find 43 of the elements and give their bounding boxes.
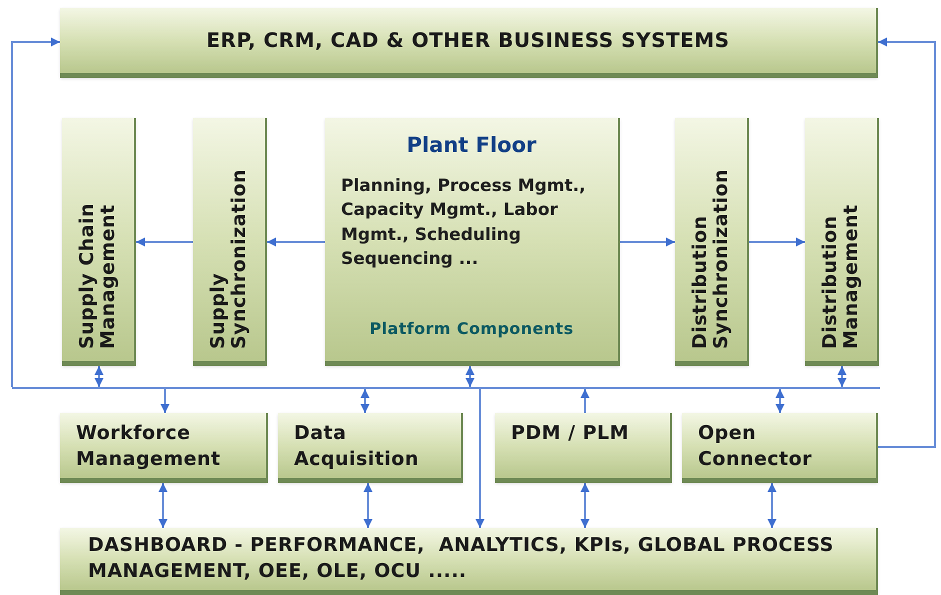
box-title: Plant Floor xyxy=(406,132,538,159)
connector-arrow xyxy=(466,366,474,387)
module-box xyxy=(495,413,672,483)
vertical-box xyxy=(193,118,267,366)
connector-arrow xyxy=(776,389,784,413)
connector-arrow xyxy=(136,238,193,246)
connector-arrow xyxy=(878,38,936,448)
bus-line xyxy=(12,387,880,389)
connector-arrow xyxy=(160,389,170,413)
module-box xyxy=(682,413,878,483)
vertical-box xyxy=(675,118,749,366)
module-box xyxy=(60,413,268,483)
plant-floor-box xyxy=(325,118,620,366)
connector-arrow xyxy=(838,366,846,387)
connector-arrow xyxy=(360,389,370,413)
connector-arrow xyxy=(580,483,590,528)
box-label: Supply Chain Management xyxy=(77,202,119,349)
box-label: Workforce Management xyxy=(76,421,222,472)
connector-arrow xyxy=(476,389,484,528)
connector-arrow xyxy=(620,238,675,246)
connector-arrow xyxy=(11,38,60,387)
vertical-box xyxy=(805,118,879,366)
box-label: PDM / PLM xyxy=(511,421,629,446)
vertical-box xyxy=(62,118,136,366)
connector-arrow xyxy=(580,389,590,413)
box-label: Open Connector xyxy=(698,421,813,472)
connector-arrow xyxy=(267,238,325,246)
box-label: Data Acquisition xyxy=(294,421,420,472)
box-label: Distribution Management xyxy=(820,203,862,349)
box-description: Planning, Process Mgmt., Capacity Mgmt., Labor Mgmt., Scheduling Sequencing ... xyxy=(341,174,587,272)
connector-arrow xyxy=(364,483,372,528)
box-label: ERP, CRM, CAD & OTHER BUSINESS SYSTEMS xyxy=(206,27,730,54)
connector-arrow xyxy=(749,238,805,246)
dashboard-box xyxy=(60,528,878,595)
box-label: DASHBOARD - PERFORMANCE, ANALYTICS, KPIs, GLOBAL PROCESS MANAGEMENT, OEE, OLE, OCU ..... xyxy=(88,533,835,584)
banner-box xyxy=(60,8,878,78)
connector-arrow xyxy=(94,366,104,387)
box-label: Supply Synchronization xyxy=(208,168,250,349)
module-box xyxy=(278,413,463,483)
connector-arrow xyxy=(768,483,776,528)
box-label: Distribution Synchronization xyxy=(690,168,732,349)
connector-arrow xyxy=(158,483,168,528)
box-footer: Platform Components xyxy=(341,317,602,341)
